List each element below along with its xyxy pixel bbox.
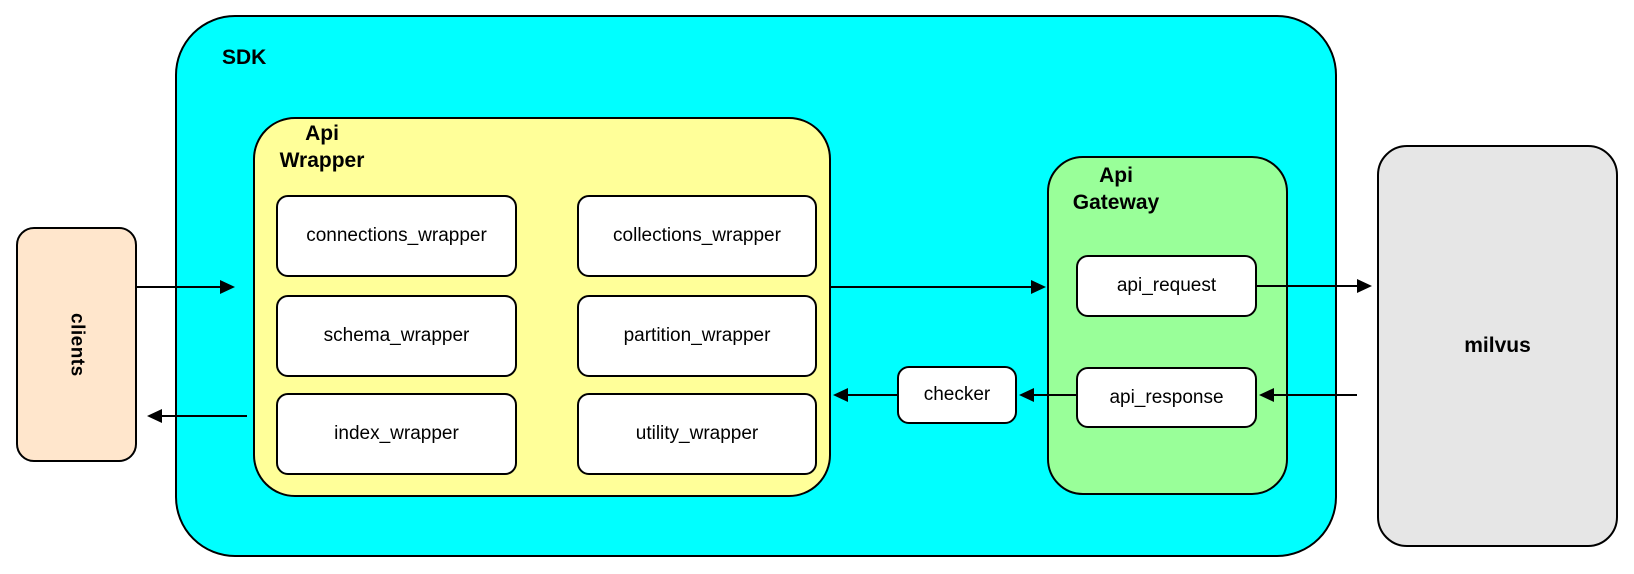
node-api-request: api_request bbox=[1076, 255, 1257, 317]
milvus-node: milvus bbox=[1377, 145, 1618, 547]
node-collections-wrapper: collections_wrapper bbox=[577, 195, 817, 277]
api-gateway-container bbox=[1047, 156, 1288, 495]
milvus-label: milvus bbox=[1464, 334, 1531, 357]
node-utility-wrapper: utility_wrapper bbox=[577, 393, 817, 475]
node-index-wrapper: index_wrapper bbox=[276, 393, 517, 475]
node-connections-wrapper: connections_wrapper bbox=[276, 195, 517, 277]
clients-node: clients bbox=[16, 227, 137, 462]
sdk-label: SDK bbox=[222, 46, 267, 69]
node-checker: checker bbox=[897, 366, 1017, 424]
node-schema-wrapper: schema_wrapper bbox=[276, 295, 517, 377]
api-gateway-label: Api Gateway bbox=[1072, 164, 1160, 214]
clients-label: clients bbox=[66, 312, 88, 377]
api-wrapper-label: Api Wrapper bbox=[279, 122, 365, 172]
node-partition-wrapper: partition_wrapper bbox=[577, 295, 817, 377]
node-api-response: api_response bbox=[1076, 367, 1257, 428]
